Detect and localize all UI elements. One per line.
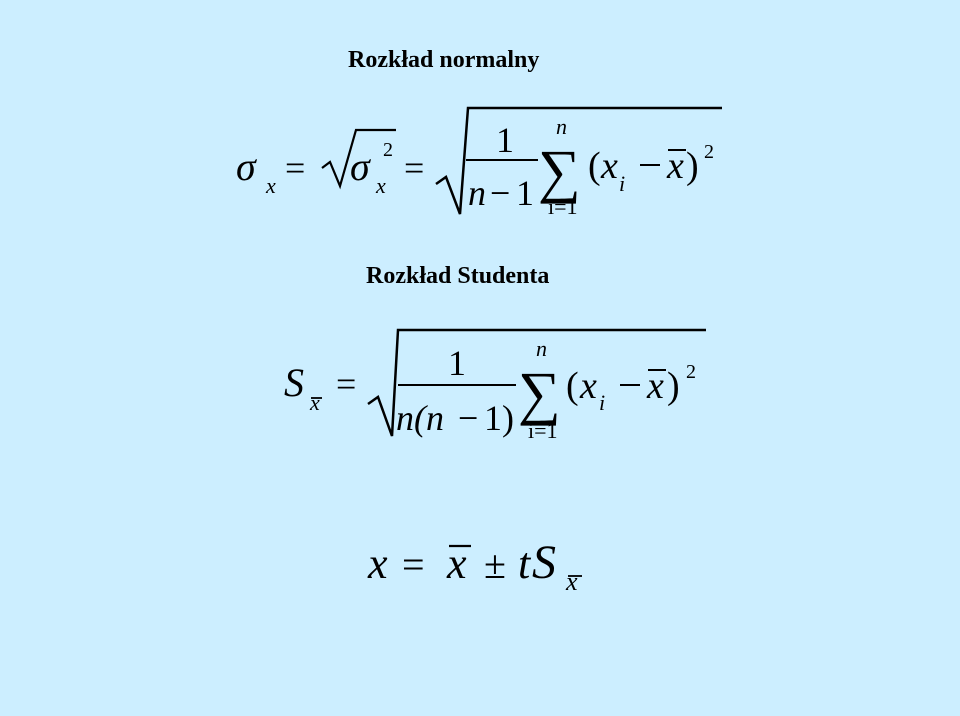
subscript-i: i <box>619 171 625 196</box>
subscript-xbar-3: x <box>565 567 578 596</box>
sigma-symbol: σ <box>236 144 257 189</box>
open-paren-2: ( <box>566 365 579 407</box>
superscript-2-outer: 2 <box>704 141 714 163</box>
subscript-x-inner: x <box>375 173 386 198</box>
variable-x: x <box>600 145 618 187</box>
equals-sign-3: = <box>336 364 356 404</box>
sum-lower-limit: i=1 <box>548 194 578 219</box>
fraction-den-one: 1 <box>516 173 534 213</box>
close-paren: ) <box>686 145 699 187</box>
heading-student-distribution: Rozkład Studenta <box>366 263 550 289</box>
sum-lower-limit-2: i=1 <box>528 418 558 443</box>
sqrt-sign-student <box>367 328 706 437</box>
sigma-symbol-inner: σ <box>350 144 371 189</box>
equals-sign-2: = <box>404 148 424 188</box>
close-paren-2: ) <box>667 365 680 407</box>
plus-minus-sign: ± <box>484 542 506 587</box>
variable-t: t <box>518 539 532 588</box>
sum-symbol: ∑ <box>538 138 581 204</box>
sqrt-sign-large <box>435 106 722 215</box>
fraction-den-tail: 1) <box>484 398 514 438</box>
subscript-xbar: x <box>309 390 320 415</box>
fraction-numerator-2: 1 <box>448 343 466 383</box>
variable-x-2: x <box>579 365 597 407</box>
open-paren: ( <box>588 145 601 187</box>
subscript-i-2: i <box>599 390 605 415</box>
subscript-x: x <box>265 173 276 198</box>
variable-xbar: x <box>666 145 684 187</box>
fraction-den-minus-2: − <box>458 398 478 438</box>
sqrt-sign-small <box>321 128 396 190</box>
sum-upper-limit-2: n <box>536 336 547 361</box>
symbol-S: S <box>284 360 304 405</box>
variable-xbar-3: x <box>446 539 467 588</box>
symbol-S-3: S <box>532 536 556 589</box>
fraction-den-n: n <box>468 173 486 213</box>
sum-upper-limit: n <box>556 114 567 139</box>
fraction-den-nn: n(n <box>396 398 444 438</box>
variable-x-3: x <box>367 539 388 588</box>
sum-symbol-2: ∑ <box>518 360 561 426</box>
heading-normal-distribution: Rozkład normalny <box>348 47 540 73</box>
fraction-den-minus: − <box>490 173 510 213</box>
superscript-2: 2 <box>383 139 393 161</box>
equals-sign-4: = <box>402 542 425 587</box>
equals-sign: = <box>285 148 305 188</box>
variable-xbar-2: x <box>646 365 664 407</box>
superscript-2-student: 2 <box>686 361 696 383</box>
fraction-numerator: 1 <box>496 120 514 160</box>
